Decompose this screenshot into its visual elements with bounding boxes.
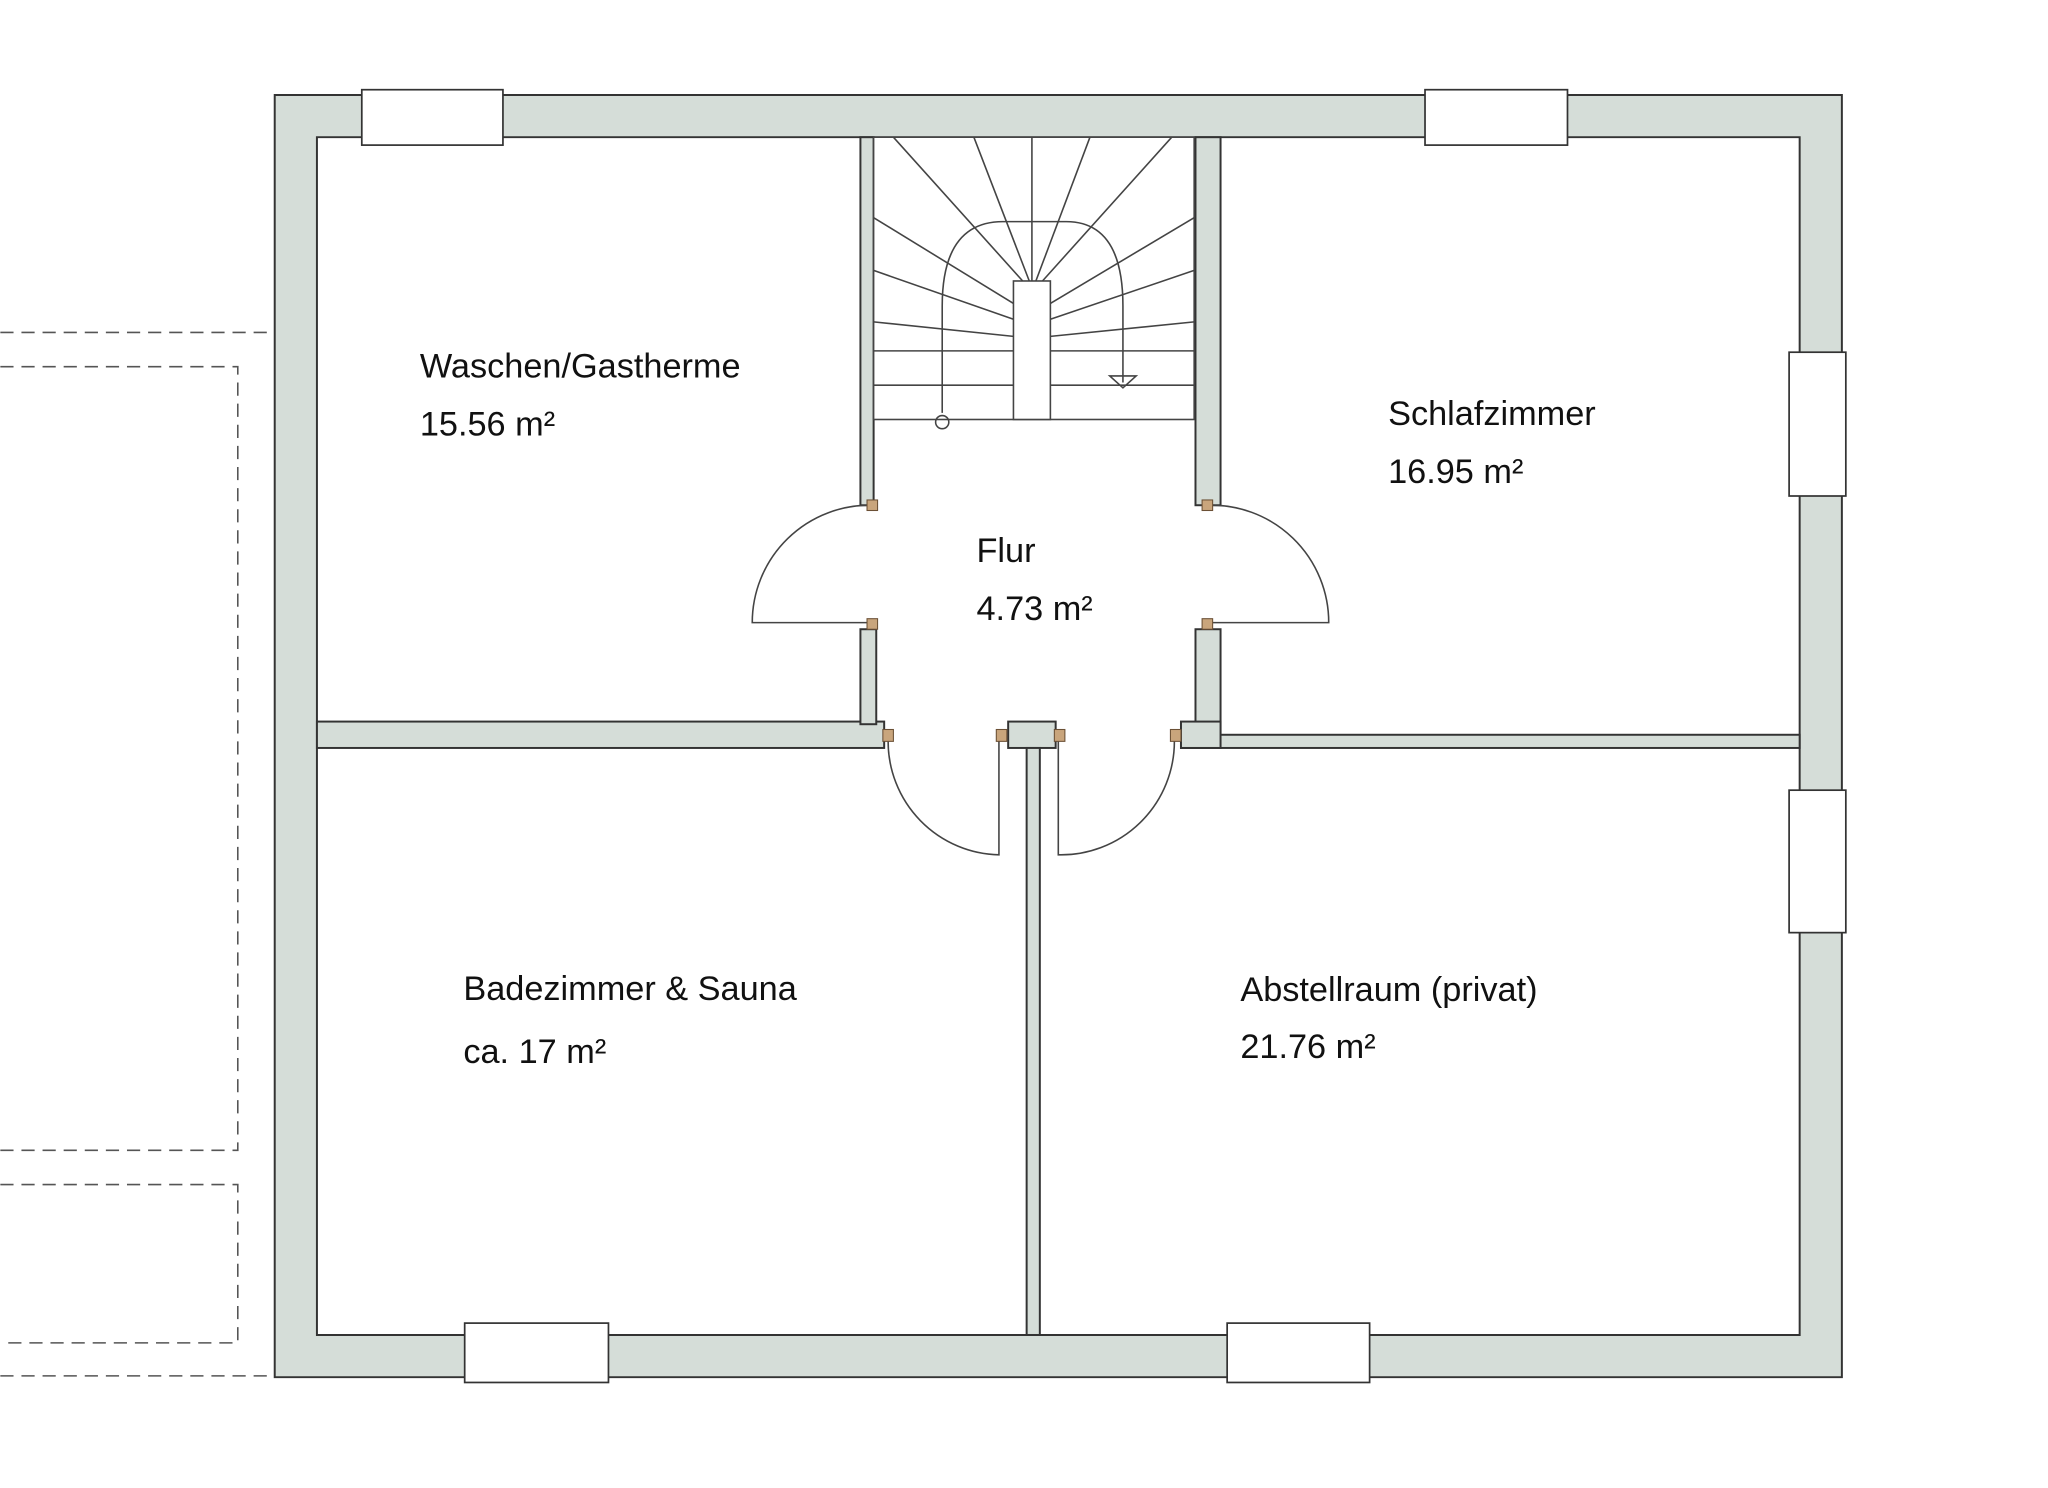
- room-area-badezimmer: ca. 17 m²: [463, 1033, 606, 1071]
- interior-walls: [315, 136, 1801, 1336]
- doors: [751, 499, 1330, 856]
- door-schlafzimmer: [1207, 504, 1330, 624]
- stair-direction-arrow-icon: [1107, 375, 1139, 389]
- adjacent-outline: [0, 331, 275, 1377]
- room-area-schlafzimmer: 16.95 m²: [1388, 453, 1523, 491]
- room-name-schlafzimmer: Schlafzimmer: [1388, 395, 1596, 433]
- room-area-waschen: 15.56 m²: [420, 405, 555, 443]
- door-waschen: [751, 504, 873, 624]
- room-name-badezimmer: Badezimmer & Sauna: [463, 970, 797, 1008]
- room-name-waschen: Waschen/Gastherme: [420, 347, 741, 385]
- room-name-abstellraum: Abstellraum (privat): [1240, 971, 1537, 1009]
- room-name-flur: Flur: [977, 532, 1036, 570]
- staircase: [872, 136, 1195, 430]
- room-area-abstellraum: 21.76 m²: [1240, 1028, 1375, 1066]
- door-abstellraum: [1057, 741, 1176, 856]
- exterior-wall: [273, 93, 1843, 1379]
- windows: [360, 88, 1847, 1384]
- door-badezimmer: [887, 741, 1000, 856]
- stair-start-icon: [934, 414, 950, 430]
- room-area-flur: 4.73 m²: [977, 590, 1093, 628]
